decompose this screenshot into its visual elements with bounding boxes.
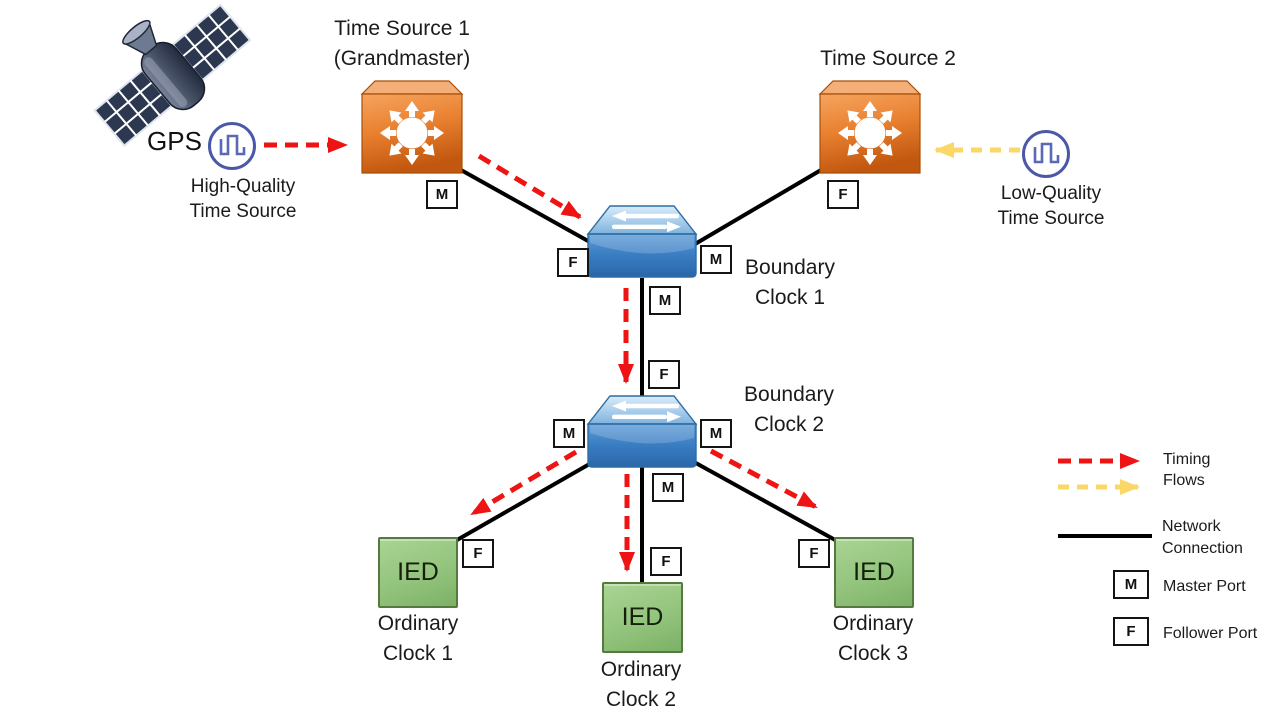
legend-follower-port-label: Follower Port (1163, 625, 1258, 642)
ordinary-clock-1-line2: Clock 1 (382, 642, 454, 665)
ied-label: IED (853, 558, 895, 586)
legend-network-label: Network Connection (1162, 516, 1243, 560)
high-quality-source-label: High-Quality Time Source (190, 174, 297, 224)
boundary-clock-2-line2: Clock 2 (753, 413, 825, 436)
time-source-1-title-line2: (Grandmaster) (333, 47, 471, 70)
ordinary-clock-3-line1: Ordinary (832, 612, 914, 635)
gps-label: GPS (147, 126, 202, 156)
bc1-master-port-right-badge: M (700, 245, 732, 274)
ied-label: IED (397, 558, 439, 586)
ordinary-clock-1-label: Ordinary Clock 1 (378, 609, 459, 669)
low-quality-source-label: Low-Quality Time Source (998, 181, 1105, 231)
port-letter: F (661, 553, 671, 570)
port-letter: F (568, 254, 578, 271)
oc1-follower-port-badge: F (462, 539, 494, 568)
time-source-1-title-line1: Time Source 1 (334, 17, 470, 40)
legend-timing-line1: Timing (1163, 451, 1211, 468)
boundary-clock-2-line1: Boundary (744, 383, 834, 406)
boundary-clock-2-label: Boundary Clock 2 (744, 380, 834, 440)
gps-satellite-icon (93, 3, 252, 147)
boundary-clock-1-label: Boundary Clock 1 (745, 253, 835, 313)
bc1-master-port-bottom-badge: M (649, 286, 681, 315)
ordinary-clock-2-line2: Clock 2 (605, 688, 677, 711)
high-quality-line2: Time Source (189, 201, 297, 222)
ordinary-clock-2-node: IED (602, 582, 683, 653)
link-ts2-bc1 (688, 168, 823, 249)
bc2-master-port-left-badge: M (553, 419, 585, 448)
port-letter: F (1126, 623, 1136, 640)
link-ts1-bc1 (460, 168, 598, 248)
legend-timing-flows-label: Timing Flows (1163, 449, 1210, 491)
ordinary-clock-3-node: IED (834, 537, 914, 608)
time-source-2-node (817, 78, 923, 176)
ordinary-clock-1-node: IED (378, 537, 458, 608)
legend-master-port-label: Master Port (1163, 578, 1246, 595)
legend-network-line2: Connection (1162, 540, 1243, 557)
legend-timing-line2: Flows (1163, 472, 1205, 489)
port-letter: F (659, 366, 669, 383)
port-letter: F (838, 186, 848, 203)
ied-label: IED (621, 603, 664, 631)
high-quality-line1: High-Quality (190, 176, 296, 197)
bc2-master-port-right-badge: M (700, 419, 732, 448)
ts2-follower-port-badge: F (827, 180, 859, 209)
legend-master-port-badge: M (1113, 570, 1149, 599)
ordinary-clock-3-line2: Clock 3 (837, 642, 909, 665)
pulse-waveform-glyph (219, 134, 246, 156)
port-letter: M (658, 292, 672, 309)
ordinary-clock-2-label: Ordinary Clock 2 (601, 655, 682, 715)
legend-network-line1: Network (1162, 518, 1221, 535)
time-source-2-title: Time Source 2 (820, 47, 956, 70)
low-quality-pulse-icon (1022, 130, 1070, 178)
boundary-clock-1-node (587, 205, 697, 278)
bc2-master-port-bottom-badge: M (652, 473, 684, 502)
bc2-follower-port-badge: F (648, 360, 680, 389)
time-source-1-title: Time Source 1 (Grandmaster) (334, 14, 471, 74)
port-letter: M (709, 251, 723, 268)
port-letter: M (1124, 576, 1138, 593)
port-letter: F (473, 545, 483, 562)
port-letter: M (562, 425, 576, 442)
oc2-follower-port-badge: F (650, 547, 682, 576)
boundary-clock-1-line1: Boundary (745, 256, 835, 279)
link-bc2-oc3 (693, 460, 838, 543)
ordinary-clock-3-label: Ordinary Clock 3 (833, 609, 914, 669)
ordinary-clock-1-line1: Ordinary (377, 612, 459, 635)
ts1-master-port-badge: M (426, 180, 458, 209)
ordinary-clock-2-line1: Ordinary (600, 658, 682, 681)
low-quality-line2: Time Source (997, 208, 1105, 229)
port-letter: M (709, 425, 723, 442)
oc3-follower-port-badge: F (798, 539, 830, 568)
port-letter: F (809, 545, 819, 562)
legend-follower-port-badge: F (1113, 617, 1149, 646)
boundary-clock-1-line2: Clock 1 (754, 286, 826, 309)
pulse-waveform-glyph (1033, 142, 1060, 164)
high-quality-pulse-icon (208, 122, 256, 170)
boundary-clock-2-node (587, 395, 697, 468)
time-source-1-node (359, 78, 465, 176)
port-letter: M (661, 479, 675, 496)
port-letter: M (435, 186, 449, 203)
link-bc2-oc1 (456, 460, 594, 542)
bc1-follower-port-badge: F (557, 248, 589, 277)
low-quality-line1: Low-Quality (1000, 183, 1102, 204)
